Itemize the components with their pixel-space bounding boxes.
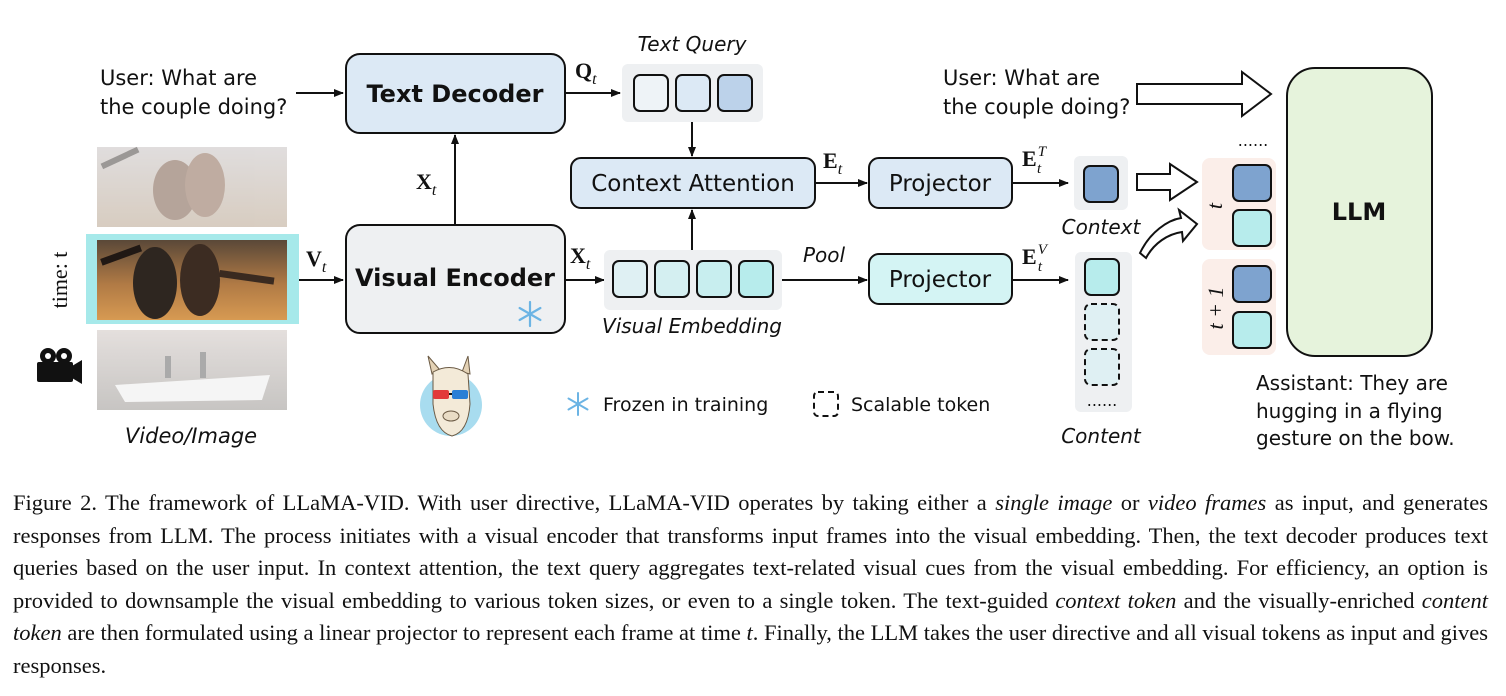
projector-top-label: Projector bbox=[889, 171, 992, 197]
group-t1-label: t + 1 bbox=[1203, 287, 1228, 330]
visual-encoder-label: Visual Encoder bbox=[355, 264, 555, 292]
caption-text: Figure 2. The framework of LLaMA-VID. Wi… bbox=[13, 490, 996, 515]
caption-text: as input, and generates responses from L… bbox=[13, 490, 1488, 613]
text-query-token bbox=[675, 74, 711, 112]
caption-emphasis: content token bbox=[13, 587, 1488, 646]
caption-text: . Finally, the LLM takes the user direct… bbox=[13, 620, 1488, 678]
visual-embedding-token bbox=[738, 260, 774, 298]
frame-bottom bbox=[97, 330, 287, 410]
text-query-token bbox=[633, 74, 669, 112]
hollow-arrow-query bbox=[1136, 69, 1273, 119]
visual-embedding-token bbox=[654, 260, 690, 298]
context-label: Context bbox=[1062, 215, 1142, 239]
visual-embedding-label: Visual Embedding bbox=[602, 314, 782, 338]
hollow-arrow-content bbox=[1138, 207, 1199, 260]
hollow-arrow-context bbox=[1136, 162, 1199, 202]
et-symbol: Et bbox=[823, 148, 843, 178]
top-dots: ...... bbox=[1238, 131, 1269, 150]
caption-emphasis: video frames bbox=[1147, 490, 1267, 515]
llm-box bbox=[1286, 67, 1433, 357]
group-t1-context-token bbox=[1232, 265, 1272, 303]
visual-embedding-token bbox=[612, 260, 648, 298]
context-token bbox=[1083, 165, 1119, 203]
user-query-right: User: What are the couple doing? bbox=[943, 66, 1130, 119]
caption-emphasis: t bbox=[746, 620, 753, 646]
projector-bottom-label: Projector bbox=[889, 267, 992, 293]
text-query-label: Text Query bbox=[638, 32, 748, 56]
frame-current bbox=[86, 234, 299, 324]
camera-icon bbox=[37, 348, 82, 384]
legend-snowflake-icon bbox=[567, 392, 589, 416]
legend-scalable-label: Scalable token bbox=[851, 394, 990, 416]
caption-emphasis: context token bbox=[1055, 587, 1177, 613]
caption-text: and the visually-enriched bbox=[1176, 587, 1422, 613]
pool-label: Pool bbox=[803, 243, 846, 267]
caption-emphasis: single image bbox=[995, 490, 1113, 515]
group-t-label: t bbox=[1202, 202, 1227, 209]
qt-symbol: Qt bbox=[575, 58, 597, 88]
visual-embedding-token bbox=[696, 260, 732, 298]
xt-symbol-right: Xt bbox=[570, 243, 591, 273]
content-label: Content bbox=[1061, 424, 1142, 448]
legend-scalable-token-icon bbox=[813, 391, 839, 417]
assistant-reply: Assistant: They are hugging in a flying … bbox=[1256, 371, 1455, 450]
xt-symbol-up: Xt bbox=[416, 169, 437, 199]
group-t-context-token bbox=[1232, 164, 1272, 202]
scalable-content-token bbox=[1084, 348, 1120, 386]
legend-frozen-label: Frozen in training bbox=[603, 394, 768, 416]
llm-label: LLM bbox=[1332, 198, 1386, 226]
content-token bbox=[1084, 258, 1120, 296]
scalable-content-token bbox=[1084, 303, 1120, 341]
text-decoder-label: Text Decoder bbox=[367, 80, 544, 108]
context-attention-label: Context Attention bbox=[591, 171, 795, 197]
frame-top bbox=[97, 146, 287, 227]
group-t-content-token bbox=[1232, 209, 1272, 247]
framework-diagram: User: What are the couple doing? time: t… bbox=[37, 32, 1455, 450]
snowflake-icon bbox=[518, 300, 542, 328]
caption-text: are then formulated using a linear proje… bbox=[61, 620, 747, 646]
content-dots: ...... bbox=[1087, 391, 1118, 410]
visual-embedding-group bbox=[604, 250, 782, 310]
time-label: time: t bbox=[47, 252, 72, 309]
video-image-label: Video/Image bbox=[125, 424, 257, 448]
llama-mascot-icon bbox=[420, 355, 482, 437]
caption-text: or bbox=[1112, 490, 1148, 515]
user-query-left: User: What are the couple doing? bbox=[100, 66, 287, 119]
figure-caption: Figure 2. The framework of LLaMA-VID. Wi… bbox=[13, 487, 1488, 683]
vt-symbol: Vt bbox=[306, 246, 327, 276]
text-query-token bbox=[717, 74, 753, 112]
group-t1-content-token bbox=[1232, 311, 1272, 349]
